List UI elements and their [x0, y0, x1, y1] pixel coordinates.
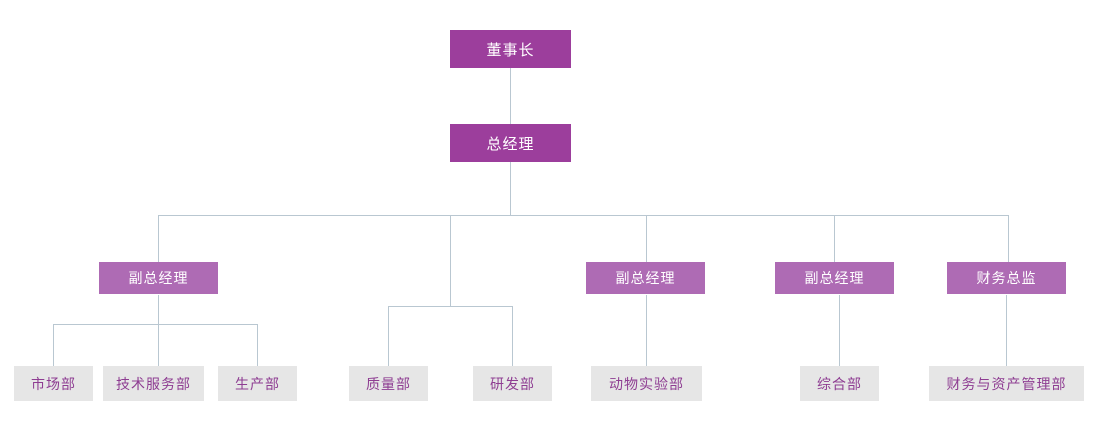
connector-bus-to-vp2 [646, 215, 647, 263]
node-rd-department[interactable]: 研发部 [473, 366, 552, 401]
connector-vp1-to-production [257, 324, 258, 366]
connector-gm-down [510, 161, 511, 216]
connector-vp1-bus [53, 324, 258, 325]
connector-cfo-to-finance [1006, 295, 1007, 366]
connector-chairman-to-gm [510, 68, 511, 124]
connector-bus-to-vp1 [158, 215, 159, 263]
node-cfo[interactable]: 财务总监 [947, 262, 1066, 294]
node-chairman[interactable]: 董事长 [450, 30, 571, 68]
connector-middle-to-rd [512, 306, 513, 366]
connector-main-bus [158, 215, 1009, 216]
connector-middle-to-quality [388, 306, 389, 366]
connector-vp2-to-animallab [646, 295, 647, 366]
node-finance-asset-department[interactable]: 财务与资产管理部 [929, 366, 1084, 401]
node-tech-service-department[interactable]: 技术服务部 [103, 366, 204, 401]
connector-bus-to-cfo [1008, 215, 1009, 263]
node-vp-3[interactable]: 副总经理 [775, 262, 894, 294]
node-market-department[interactable]: 市场部 [14, 366, 93, 401]
node-quality-department[interactable]: 质量部 [349, 366, 428, 401]
connector-vp1-down [158, 295, 159, 325]
node-general-manager[interactable]: 总经理 [450, 124, 571, 162]
connector-bus-to-vp3 [834, 215, 835, 263]
connector-vp3-to-generalaffairs [839, 295, 840, 366]
node-production-department[interactable]: 生产部 [218, 366, 297, 401]
connector-bus-to-middle-branch [450, 215, 451, 307]
node-general-affairs-department[interactable]: 综合部 [800, 366, 879, 401]
node-vp-2[interactable]: 副总经理 [586, 262, 705, 294]
connector-vp1-to-market [53, 324, 54, 366]
connector-vp1-to-techservice [158, 324, 159, 366]
connector-middle-branch-bus [388, 306, 513, 307]
node-animal-lab-department[interactable]: 动物实验部 [591, 366, 702, 401]
node-vp-1[interactable]: 副总经理 [99, 262, 218, 294]
